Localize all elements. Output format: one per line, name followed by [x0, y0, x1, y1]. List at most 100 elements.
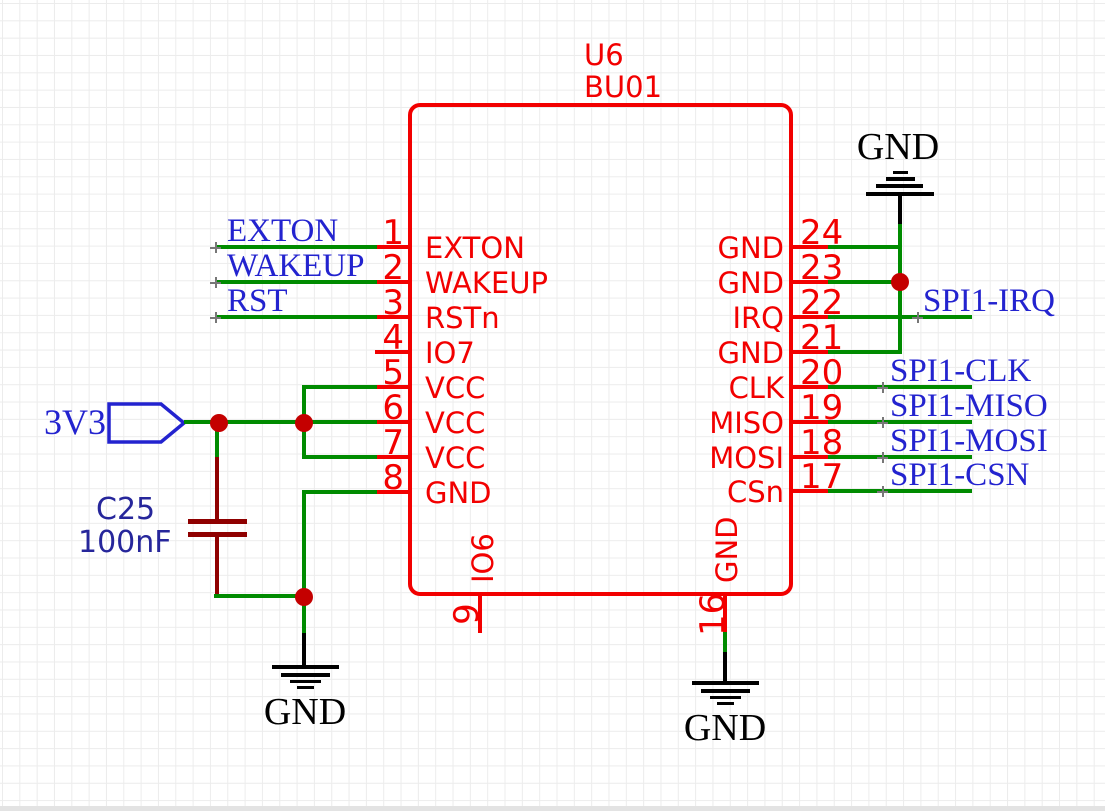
gnd-symbol-bar[interactable] — [297, 686, 314, 689]
pin-4-number: 4 — [382, 318, 404, 358]
pin-6-stub[interactable] — [375, 420, 409, 424]
gnd-symbol-bar[interactable] — [701, 689, 750, 693]
gnd-symbol-bar[interactable] — [692, 681, 759, 685]
wire-net-wakeup[interactable] — [215, 280, 377, 284]
pin-7-name: VCC — [425, 441, 486, 475]
junction-dot[interactable] — [295, 414, 313, 432]
pin-8-number: 8 — [382, 458, 404, 498]
pin-6-name: VCC — [425, 406, 486, 440]
pin-20-stub[interactable] — [792, 385, 828, 389]
net-label-spi1-miso[interactable]: SPI1-MISO — [890, 388, 1048, 424]
wire-vcc-pin7[interactable] — [302, 455, 377, 459]
pin-5-stub[interactable] — [375, 385, 409, 389]
wire-net-spi1-miso[interactable] — [828, 420, 972, 424]
wire-vcc-pin5[interactable] — [302, 385, 377, 389]
pin-9-stub[interactable] — [478, 596, 482, 633]
gnd-symbol-stem[interactable] — [898, 194, 902, 226]
pin-16-stub[interactable] — [723, 596, 727, 633]
pin-17-name: CSn — [726, 475, 784, 509]
pin-19-number: 19 — [800, 388, 844, 428]
pin-9-name: IO6 — [466, 533, 500, 583]
junction-dot[interactable] — [210, 414, 228, 432]
pin-22-stub[interactable] — [792, 315, 828, 319]
wire-net-spi1-irq[interactable] — [828, 315, 972, 319]
gnd-symbol-stem[interactable] — [302, 633, 306, 667]
pin-24-name: GND — [717, 231, 785, 265]
wire-net-spi1-clk[interactable] — [828, 385, 972, 389]
gnd-symbol-stem[interactable] — [723, 652, 727, 683]
wire-gnd-pin16[interactable] — [723, 632, 727, 653]
gnd-label-bottom-center: GND — [683, 707, 767, 749]
gnd-symbol-bar[interactable] — [710, 696, 741, 699]
pin-8-name: GND — [425, 476, 492, 510]
wire-gnd-left-vertical[interactable] — [302, 490, 306, 634]
wire-vcc-cap-stub[interactable] — [215, 421, 219, 458]
power-flag-icon[interactable] — [106, 401, 190, 445]
wire-gnd-left-horizontal[interactable] — [214, 594, 306, 598]
gnd-symbol-bar[interactable] — [886, 177, 915, 181]
gnd-symbol-bar[interactable] — [281, 673, 330, 677]
gnd-symbol-bar[interactable] — [876, 184, 923, 188]
gnd-symbol-bar[interactable] — [290, 680, 321, 683]
capacitor-value[interactable]: 100nF — [78, 525, 172, 560]
pin-2-number: 2 — [382, 248, 404, 288]
pin-3-number: 3 — [382, 283, 404, 323]
pin-7-stub[interactable] — [375, 455, 409, 459]
pin-18-name: MOSI — [709, 441, 784, 475]
capacitor-refdes[interactable]: C25 — [96, 492, 156, 527]
wire-joint-tick — [877, 417, 888, 428]
pin-24-stub[interactable] — [792, 245, 828, 249]
pin-2-stub[interactable] — [375, 280, 409, 284]
gnd-symbol-bar[interactable] — [272, 665, 339, 669]
pin-4-name: IO7 — [425, 336, 475, 370]
ic-u6-body[interactable] — [408, 103, 793, 596]
net-label-exton[interactable]: EXTON — [227, 213, 339, 249]
pin-19-stub[interactable] — [792, 420, 828, 424]
pin-18-stub[interactable] — [792, 455, 828, 459]
capacitor-top-lead[interactable] — [215, 457, 219, 519]
wire-joint-tick — [877, 486, 888, 497]
net-label-spi1-mosi[interactable]: SPI1-MOSI — [890, 423, 1048, 459]
ic-value[interactable]: BU01 — [584, 70, 663, 104]
wire-net-rst[interactable] — [215, 315, 377, 319]
gnd-symbol-bar[interactable] — [717, 702, 734, 705]
gnd-label-top-right: GND — [856, 126, 940, 168]
wire-gnd-pin8[interactable] — [302, 490, 377, 494]
pin-18-number: 18 — [800, 423, 844, 463]
pin-23-name: GND — [717, 266, 785, 300]
net-label-spi1-irq[interactable]: SPI1-IRQ — [923, 283, 1056, 319]
net-label-spi1-csn[interactable]: SPI1-CSN — [890, 457, 1030, 493]
power-flag-label[interactable]: 3V3 — [44, 402, 106, 442]
pin-23-stub[interactable] — [792, 280, 828, 284]
net-label-wakeup[interactable]: WAKEUP — [227, 248, 365, 284]
pin-4-stub[interactable] — [375, 350, 409, 354]
wire-net-spi1-mosi[interactable] — [828, 455, 972, 459]
pin-8-stub[interactable] — [375, 490, 409, 494]
pin-1-name: EXTON — [425, 231, 525, 265]
pin-24-number: 24 — [800, 213, 844, 253]
capacitor-plate-bottom[interactable] — [188, 532, 247, 537]
junction-dot[interactable] — [891, 273, 909, 291]
gnd-symbol-bar[interactable] — [893, 171, 908, 174]
net-label-rst[interactable]: RST — [227, 283, 288, 319]
pin-17-stub[interactable] — [792, 489, 828, 493]
wire-net-exton[interactable] — [215, 245, 377, 249]
wire-net-spi1-csn[interactable] — [828, 489, 972, 493]
wire-gnd-pin24[interactable] — [828, 245, 902, 249]
wire-gnd-pin23[interactable] — [828, 280, 902, 284]
pin-21-number: 21 — [800, 318, 844, 358]
pin-3-stub[interactable] — [375, 315, 409, 319]
capacitor-bottom-lead[interactable] — [215, 537, 219, 595]
pin-1-stub[interactable] — [375, 245, 409, 249]
capacitor-plate-top[interactable] — [188, 519, 247, 524]
pin-7-number: 7 — [382, 423, 404, 463]
wire-gnd-pin21[interactable] — [828, 350, 902, 354]
junction-dot[interactable] — [295, 588, 313, 606]
net-label-spi1-clk[interactable]: SPI1-CLK — [890, 353, 1032, 389]
ic-refdes[interactable]: U6 — [584, 38, 624, 72]
pin-16-name: GND — [710, 516, 744, 584]
wire-vcc-main[interactable] — [184, 420, 377, 424]
pin-5-name: VCC — [425, 371, 486, 405]
pin-21-stub[interactable] — [792, 350, 828, 354]
